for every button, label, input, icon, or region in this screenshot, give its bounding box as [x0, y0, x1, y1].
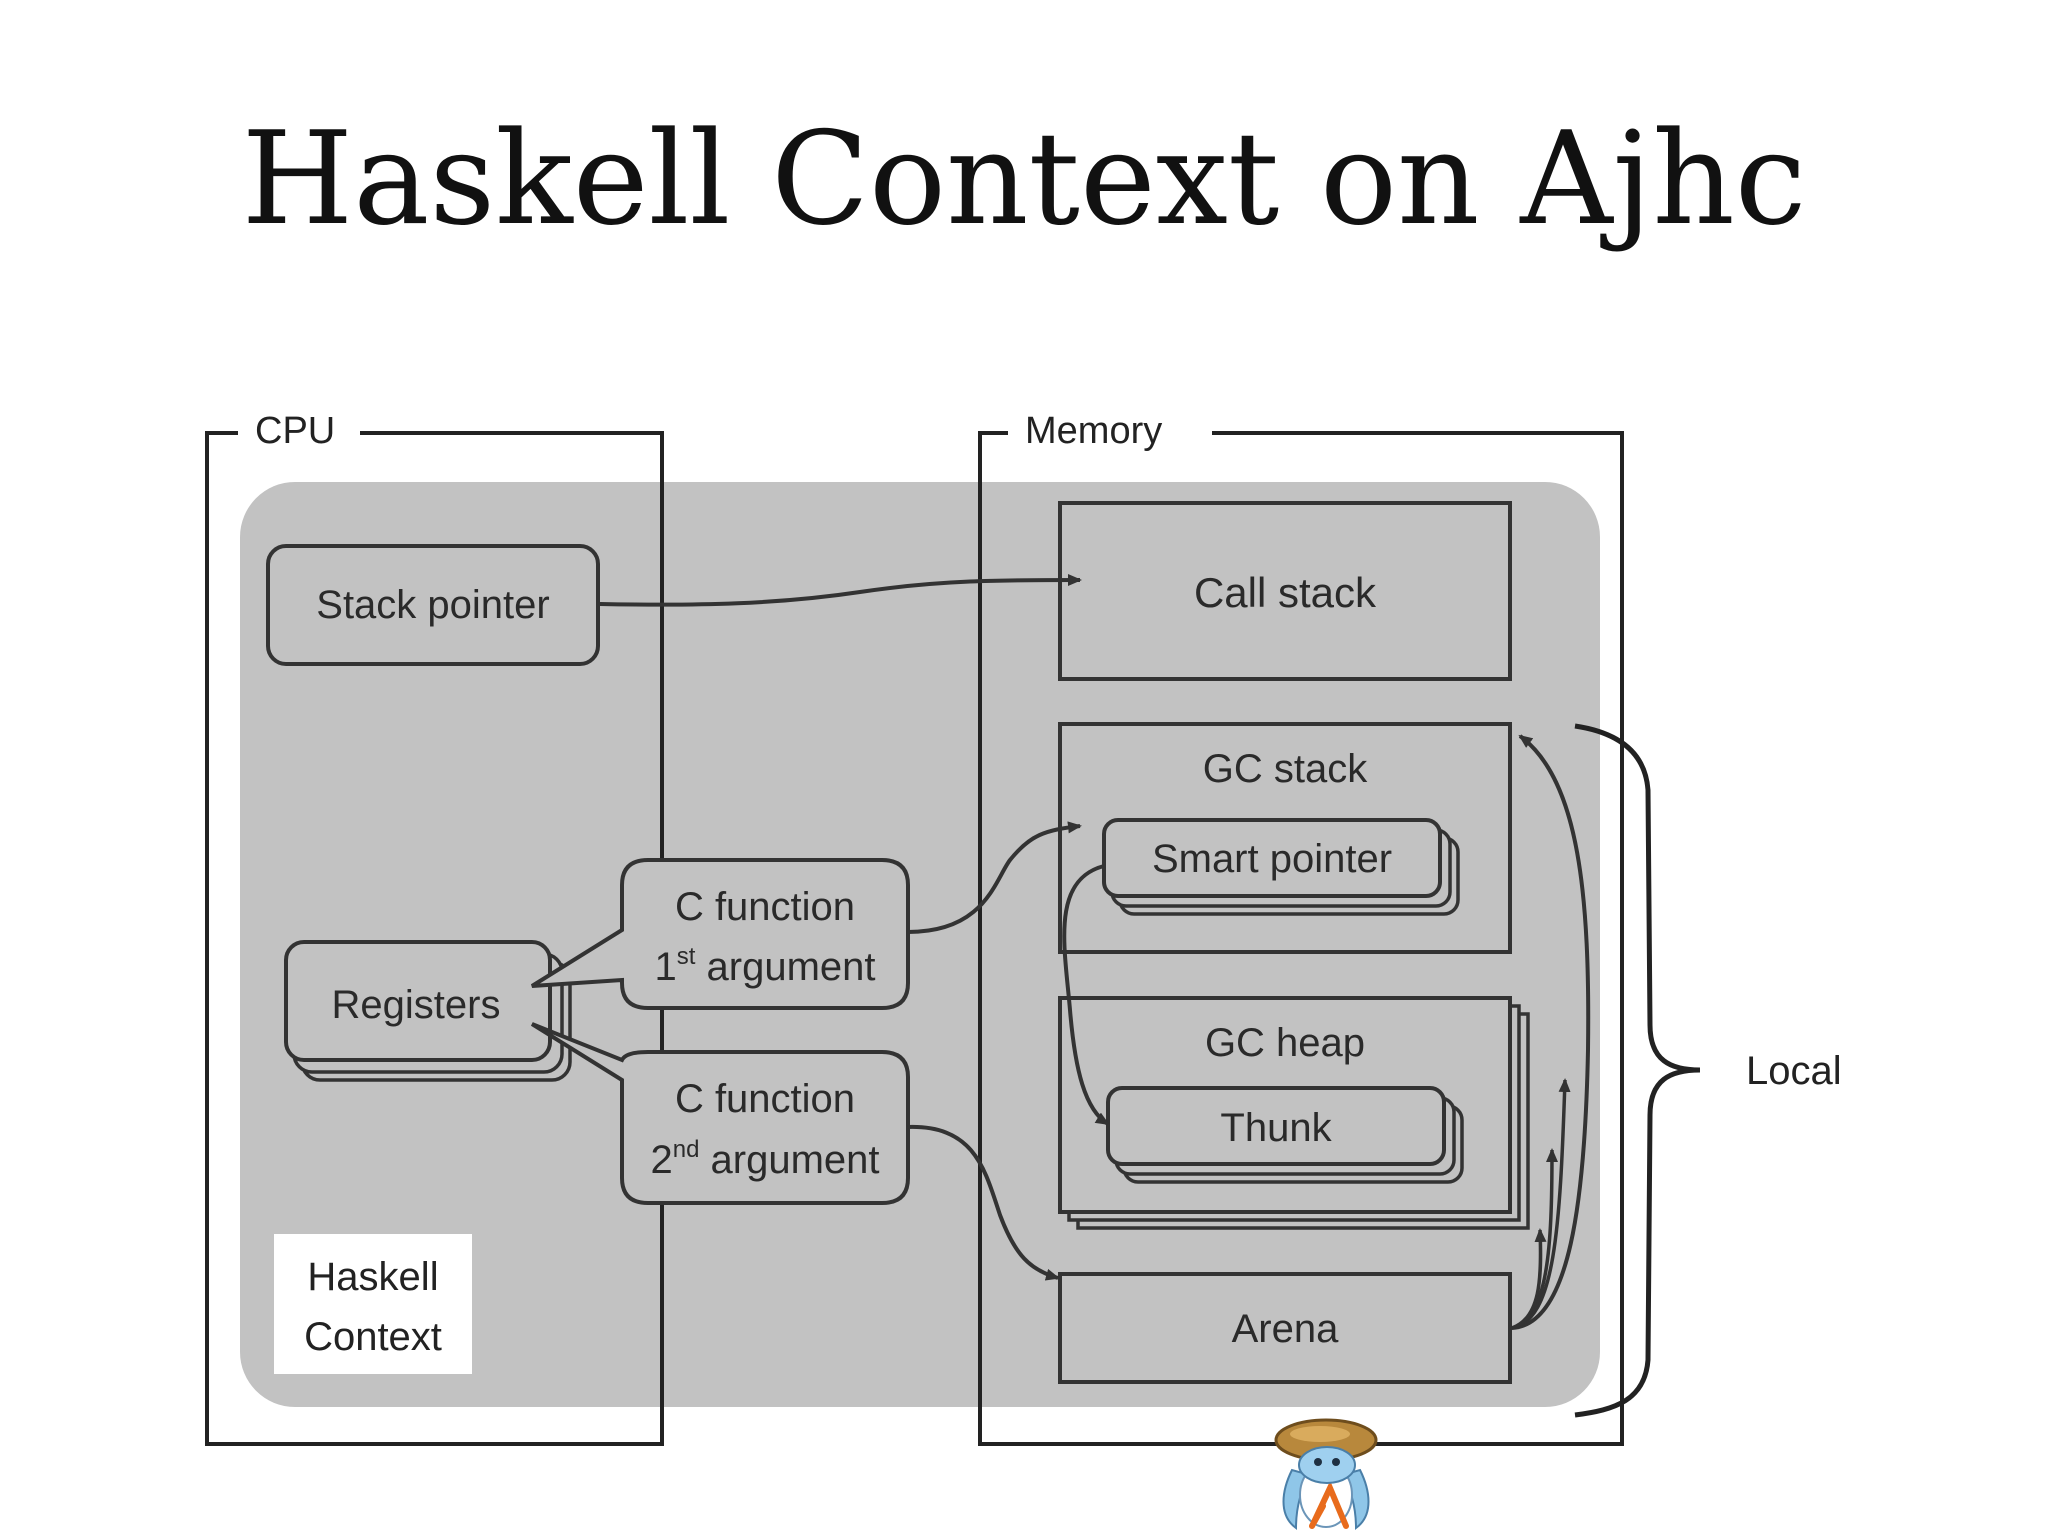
- arrow-cfunc1-to-smart-pointer: [907, 821, 1082, 934]
- haskell-context-line1: Haskell: [307, 1255, 438, 1299]
- local-brace: [1574, 723, 1701, 1418]
- registers-box: [284, 940, 552, 1062]
- gc-stack-label: GC stack: [1203, 747, 1368, 791]
- smart-pointer-box: [1102, 818, 1442, 898]
- cpu-frame: [205, 431, 664, 1446]
- registers-label: Registers: [332, 983, 501, 1027]
- stack-pointer-box: [266, 544, 600, 666]
- stack-pointer-label: Stack pointer: [316, 583, 549, 627]
- memory-label: Memory: [1025, 410, 1162, 452]
- arena-label: Arena: [1232, 1307, 1339, 1351]
- ajhc-mascot-icon: [1274, 1418, 1378, 1530]
- local-label: Local: [1746, 1049, 1842, 1093]
- cfunc1-line2: 1st argument: [654, 943, 875, 989]
- arrow-cfunc2-to-arena: [907, 1124, 1060, 1281]
- cfunc2-line2: 2nd argument: [650, 1136, 879, 1182]
- call-stack-box: [1058, 501, 1512, 681]
- thunk-box: [1106, 1086, 1446, 1166]
- thunk-label: Thunk: [1220, 1106, 1332, 1150]
- cfunc2-line1: C function: [675, 1077, 855, 1121]
- haskell-context-line2: Context: [304, 1315, 442, 1359]
- gc-heap-label: GC heap: [1205, 1021, 1365, 1065]
- arrow-arena-to-gc-stack: [1511, 734, 1591, 1330]
- smart-pointer-label: Smart pointer: [1152, 837, 1392, 881]
- cfunc1-line1: C function: [675, 885, 855, 929]
- cfunc1-bubble: [530, 858, 910, 1010]
- cfunc2-bubble: [530, 1022, 910, 1205]
- arrow-arena-to-gc-heap-3: [1511, 1228, 1547, 1330]
- cpu-label: CPU: [255, 410, 335, 452]
- arrow-stack-pointer-to-call-stack: [599, 574, 1082, 607]
- call-stack-label: Call stack: [1194, 569, 1377, 616]
- slide-title: Haskell Context on Ajhc: [241, 105, 1807, 254]
- arrow-smart-pointer-to-thunk: [1062, 864, 1110, 1126]
- arena-box: [1058, 1272, 1512, 1384]
- haskell-context-legend: [274, 1234, 472, 1374]
